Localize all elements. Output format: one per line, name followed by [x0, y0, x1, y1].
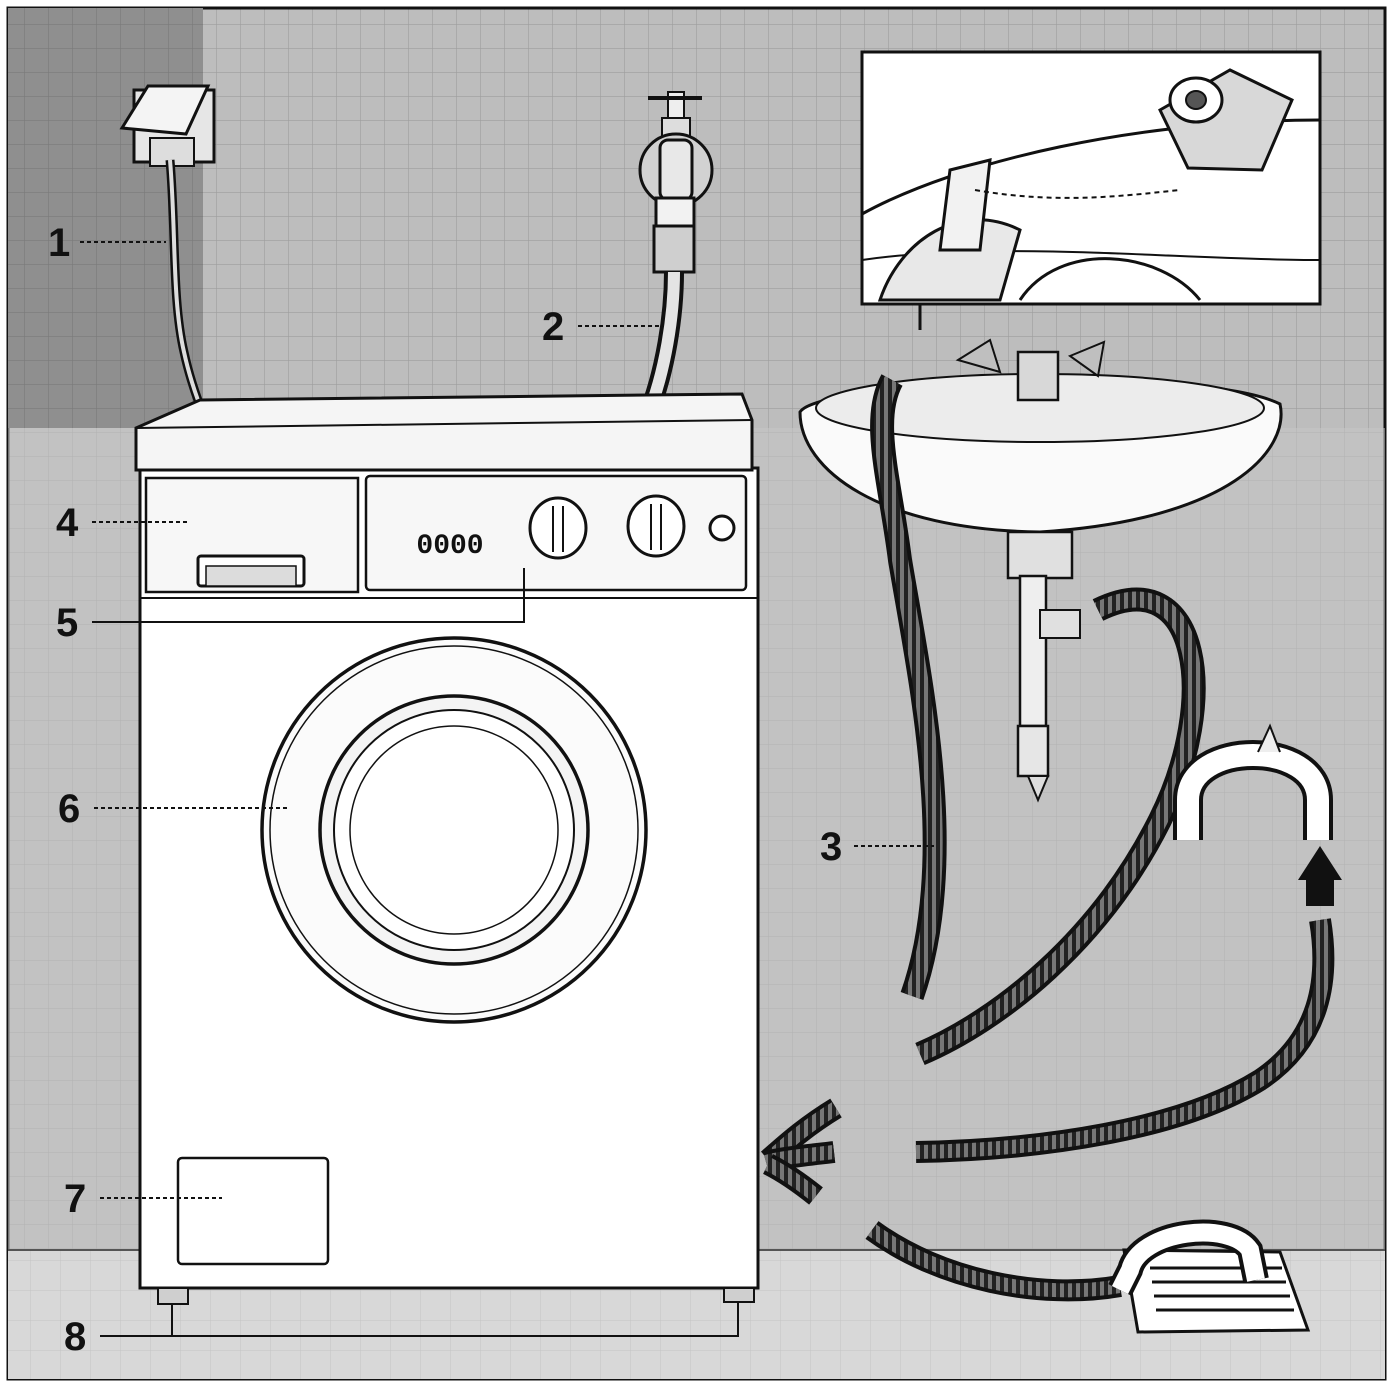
- power-cable: [165, 159, 205, 408]
- service-panel: [176, 1156, 330, 1266]
- power-button: [708, 514, 736, 542]
- detergent-drawer: [144, 476, 360, 594]
- machine-hose-outlet: [760, 1098, 842, 1205]
- hose-to-u-bend: [915, 918, 1335, 1163]
- callout-2: 2: [542, 305, 564, 349]
- loading-door: [260, 636, 648, 1024]
- wall-socket: [119, 84, 216, 167]
- callout-3: 3: [820, 825, 842, 869]
- sink-inset-detail: [860, 50, 1322, 330]
- washing-machine: [134, 392, 760, 1290]
- program-dial: [528, 496, 588, 560]
- callout-6: 6: [58, 787, 80, 831]
- callout-4: 4: [56, 501, 79, 545]
- callout-leaders: [80, 241, 934, 1337]
- up-arrow-icon: [1298, 846, 1342, 906]
- u-bend-hook: [1173, 723, 1333, 840]
- floor-drain-hose: [865, 1219, 1269, 1302]
- water-tap: [638, 91, 714, 274]
- indicator-digits: 0000: [416, 531, 483, 562]
- callout-7: 7: [64, 1177, 86, 1221]
- siphon-drain-hose: [915, 587, 1206, 1066]
- callout-5: 5: [56, 601, 78, 645]
- callout-labels: 1 2 3 4 5 6 7 8: [48, 221, 842, 1359]
- floor-drain: [1122, 1248, 1311, 1334]
- temperature-dial: [626, 494, 686, 558]
- water-inlet-hose: [642, 271, 684, 408]
- callout-8: 8: [64, 1315, 86, 1359]
- callout-1: 1: [48, 221, 70, 265]
- basin-tap: [955, 338, 1106, 402]
- drain-hose: [870, 374, 947, 1000]
- wash-basin: [798, 373, 1283, 803]
- adjustable-feet: [157, 1287, 755, 1305]
- control-panel: 0000: [364, 474, 748, 592]
